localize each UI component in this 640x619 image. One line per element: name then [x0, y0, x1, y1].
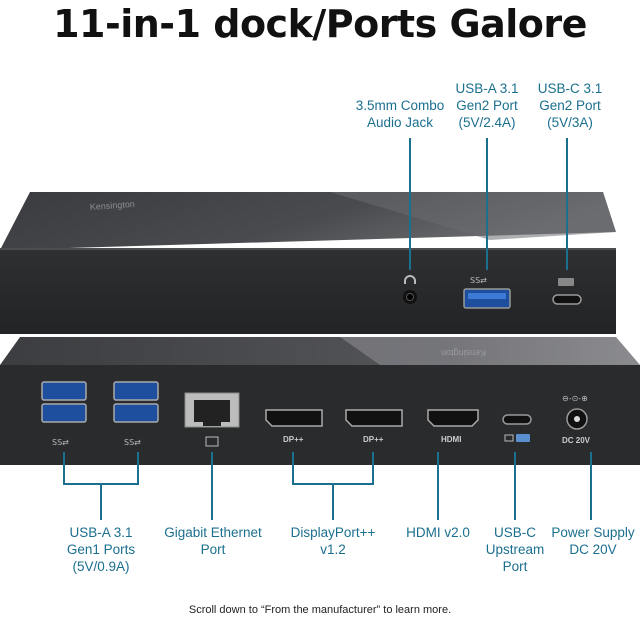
usba-gen1-ports: SS⇄ SS⇄ [41, 381, 159, 447]
audio-jack-port [403, 275, 417, 304]
label-ethernet-line1: Gigabit Ethernet [164, 525, 262, 540]
callout-lines [63, 138, 592, 520]
label-usba-gen1-line2: Gen1 Ports [66, 542, 136, 557]
dock-rear-unit: Kensington SS⇄ SS⇄ DP++ [0, 337, 640, 465]
label-displayport-line2: v1.2 [320, 542, 346, 557]
ethernet-port [184, 392, 240, 447]
label-usbc-gen2-line3: (5V/3A) [547, 115, 593, 130]
brand-logo-rear: Kensington [441, 348, 486, 358]
label-usba-gen1-line1: USB-A 3.1 [69, 525, 133, 540]
label-usba-gen1-line3: (5V/0.9A) [72, 559, 130, 574]
label-usbc-upstream-line2: Upstream [485, 542, 545, 557]
dc-power-port: ⊖-⊙-⊕ DC 20V [562, 394, 591, 445]
label-audio-line2: Audio Jack [366, 115, 434, 130]
label-usbc-upstream-line1: USB-C [493, 525, 536, 540]
label-usbc-gen2-line1: USB-C 3.1 [537, 81, 603, 96]
hdmi-label: HDMI [441, 435, 461, 444]
dp-label-1: DP++ [283, 435, 304, 444]
network-icon [205, 436, 219, 447]
usbc-gen2-port [552, 278, 582, 305]
label-displayport: DisplayPort++ v1.2 [278, 524, 388, 558]
label-usbc-upstream-line3: Port [502, 559, 528, 574]
label-usbc-gen2-line2: Gen2 Port [539, 98, 601, 113]
label-usba-gen1: USB-A 3.1 Gen1 Ports (5V/0.9A) [46, 524, 156, 575]
headset-icon [404, 275, 416, 284]
page-title: 11-in-1 dock/Ports Galore [53, 2, 587, 46]
displayport-2: DP++ [345, 409, 403, 444]
label-audio-jack: 3.5mm Combo Audio Jack [330, 97, 470, 131]
ss-usb-icon-1: SS⇄ [52, 438, 69, 447]
usba-gen2-port: SS⇄ [463, 276, 511, 309]
polarity-icon: ⊖-⊙-⊕ [562, 394, 588, 403]
label-audio-line1: 3.5mm Combo [355, 98, 445, 113]
label-hdmi-line1: HDMI v2.0 [406, 525, 470, 540]
footer-note: Scroll down to “From the manufacturer” t… [188, 604, 452, 616]
brand-logo-front: Kensington [89, 199, 135, 212]
label-power-line2: DC 20V [569, 542, 617, 557]
label-ethernet: Gigabit Ethernet Port [152, 524, 274, 558]
usbc-upstream-port [502, 414, 532, 442]
label-usba-gen2: USB-A 3.1 Gen2 Port (5V/2.4A) [432, 80, 542, 131]
hdmi-port: HDMI [427, 409, 479, 444]
label-ethernet-line2: Port [200, 542, 226, 557]
label-hdmi: HDMI v2.0 [395, 524, 481, 541]
label-displayport-line1: DisplayPort++ [290, 525, 376, 540]
label-usba-gen2-line1: USB-A 3.1 [455, 81, 519, 96]
ss-usb-icon-2: SS⇄ [124, 438, 141, 447]
dock-front-unit: Kensington SS⇄ [0, 192, 616, 334]
label-usbc-upstream: USB-C Upstream Port [478, 524, 552, 575]
dc-label: DC 20V [562, 436, 591, 445]
usbc-battery-icon [558, 278, 574, 286]
ss-usb-icon-front: SS⇄ [470, 276, 487, 285]
dp-label-2: DP++ [363, 435, 384, 444]
laptop-icon [504, 434, 514, 442]
label-usba-gen2-line2: Gen2 Port [456, 98, 518, 113]
label-usba-gen2-line3: (5V/2.4A) [458, 115, 516, 130]
displayport-1: DP++ [265, 409, 323, 444]
label-power: Power Supply DC 20V [548, 524, 638, 558]
label-power-line1: Power Supply [551, 525, 635, 540]
usbc-ss-icon [516, 434, 530, 442]
label-usbc-gen2: USB-C 3.1 Gen2 Port (5V/3A) [522, 80, 618, 131]
